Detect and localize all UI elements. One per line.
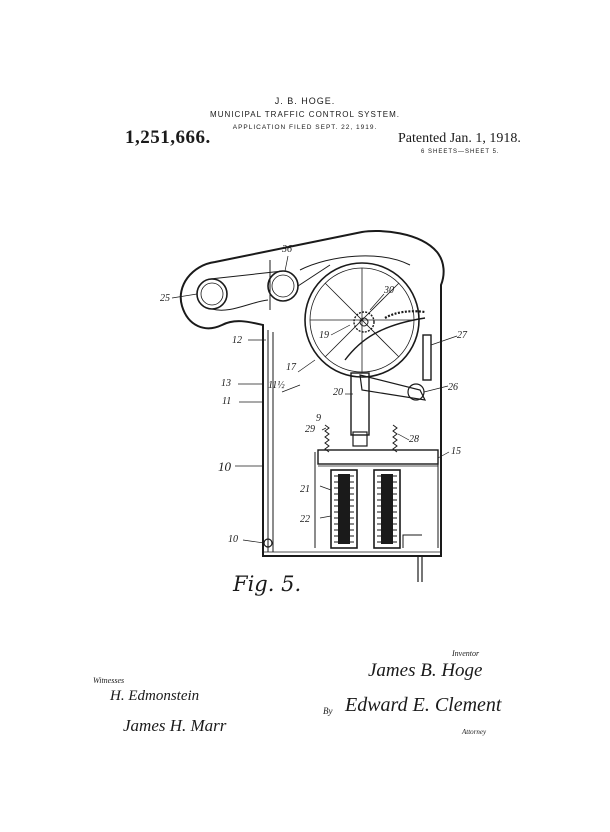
patent-number: 1,251,666. xyxy=(125,127,211,148)
inventor-signature: James B. Hoge xyxy=(368,660,483,681)
coil-right xyxy=(373,469,401,549)
witness-signature: James H. Marr xyxy=(123,716,227,735)
ref-numeral: 15 xyxy=(451,446,461,457)
ref-numeral: 25 xyxy=(160,293,170,304)
drum-wheel xyxy=(304,262,420,378)
patented-date: Patented Jan. 1, 1918. xyxy=(398,131,521,146)
ref-numeral: 12 xyxy=(232,335,242,346)
ref-numeral: 36 xyxy=(282,244,292,255)
ref-numeral: 19 xyxy=(319,330,329,341)
pulley-36 xyxy=(267,270,299,302)
ref-numeral: 13 xyxy=(221,378,231,389)
ref-numeral: 11½ xyxy=(268,380,285,391)
by-label: By xyxy=(323,706,333,716)
witness-signature: H. Edmonstein xyxy=(110,688,200,704)
ref-numeral: 27 xyxy=(457,330,467,341)
ref-numeral: 26 xyxy=(448,382,458,393)
ref-numeral: 20 xyxy=(333,387,343,398)
coil-left xyxy=(330,469,358,549)
ref-numeral: 28 xyxy=(409,434,419,445)
attorney-signature: Edward E. Clement xyxy=(345,694,502,716)
spring-28 xyxy=(392,424,398,453)
ref-numeral: 21 xyxy=(300,484,310,495)
housing-outline xyxy=(179,230,445,557)
plunger-rod xyxy=(350,372,370,436)
ref-numeral: 10 xyxy=(228,534,238,545)
toothed-sector xyxy=(384,310,426,319)
inventor-name: J. B. HOGE. xyxy=(274,96,336,106)
figure-caption: Fig. 5. xyxy=(233,572,302,596)
ref-numeral: 17 xyxy=(286,362,296,373)
patent-title: MUNICIPAL TRAFFIC CONTROL SYSTEM. xyxy=(210,110,400,119)
witnesses-label: Witnesses xyxy=(93,676,125,685)
ref-numeral: 30 xyxy=(384,285,394,296)
ref-numeral: 29 xyxy=(305,424,315,435)
pulley-25 xyxy=(196,278,228,310)
inventor-label: Inventor xyxy=(452,649,480,658)
ref-numeral: 22 xyxy=(300,514,310,525)
attorney-label: Attorney xyxy=(462,728,487,736)
ref-numeral: 10 xyxy=(218,459,231,474)
ref-numeral: 9 xyxy=(316,413,321,424)
sheet-count: 6 SHEETS—SHEET 5. xyxy=(421,149,500,155)
ref-numeral: 11 xyxy=(222,396,232,407)
application-filed: APPLICATION FILED SEPT. 22, 1919. xyxy=(232,124,378,131)
spring-29 xyxy=(324,424,330,453)
gear-19 xyxy=(353,311,375,333)
